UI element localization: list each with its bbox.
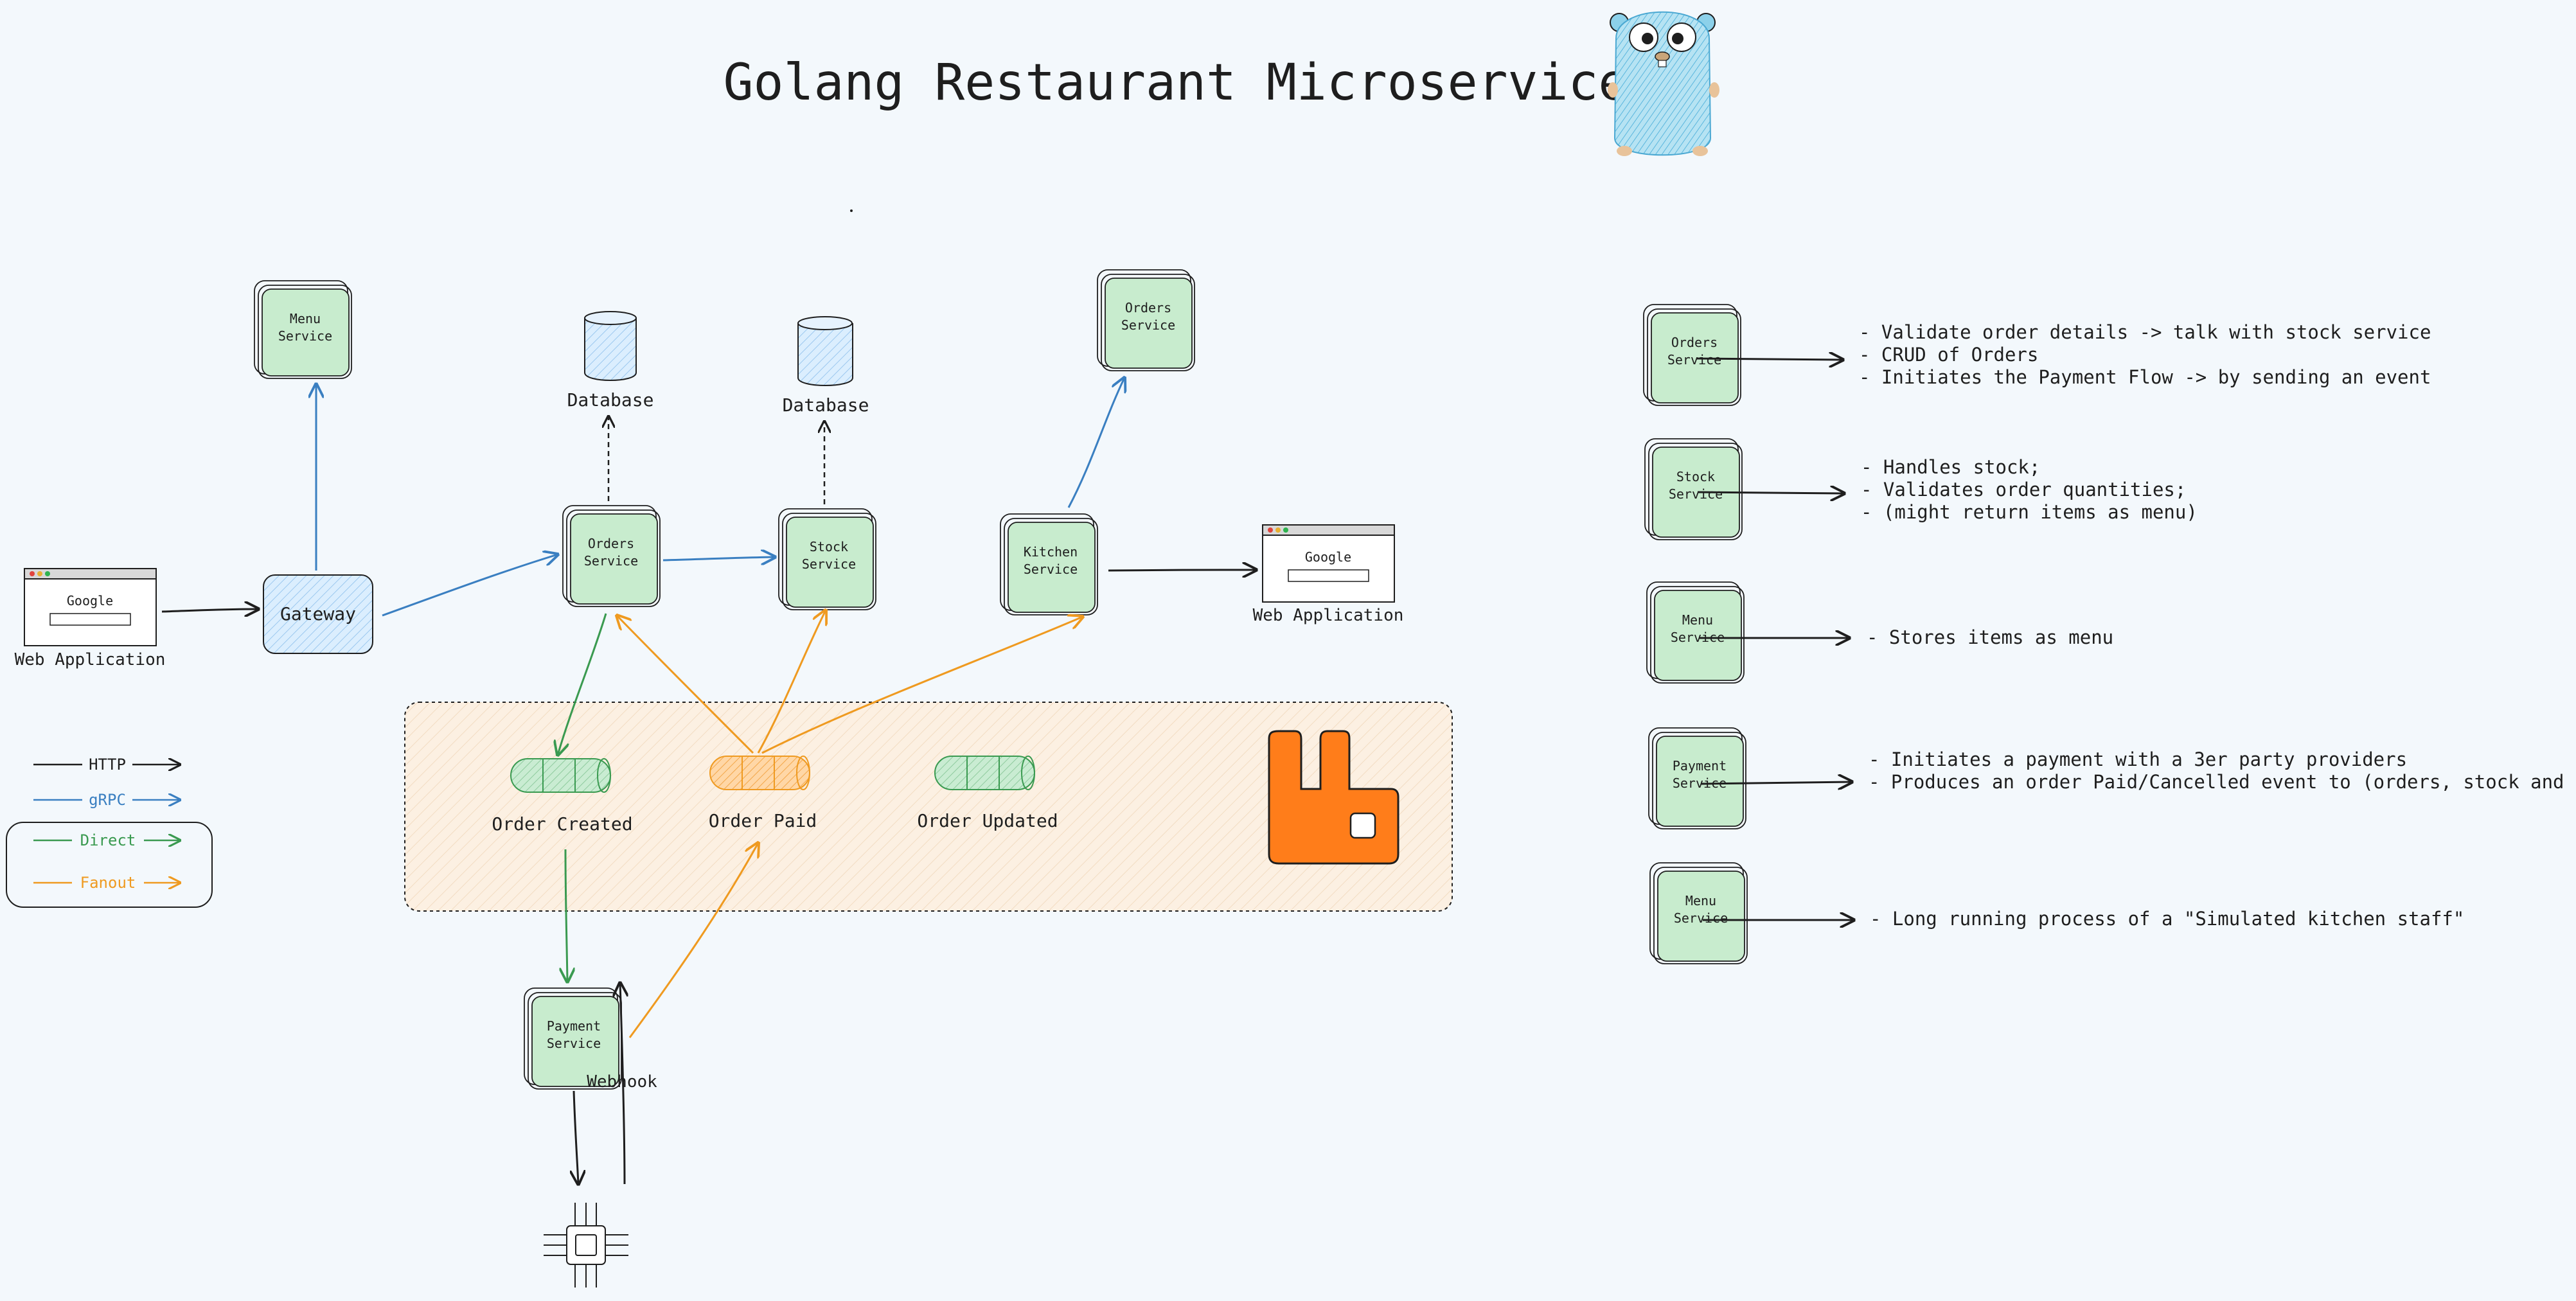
desc-menu-service-line1: Menu bbox=[1682, 612, 1713, 628]
database-stock-icon bbox=[797, 316, 853, 386]
gateway-label: Gateway bbox=[280, 603, 356, 624]
payment-service-label-line1: Payment bbox=[547, 1018, 601, 1034]
service-description-menu: Menu Service - Stores items as menu bbox=[1646, 581, 2113, 684]
web-application-right-label: Web Application bbox=[1253, 606, 1404, 625]
queue-order-created bbox=[510, 758, 611, 793]
queue-order-updated bbox=[934, 756, 1035, 790]
desc-orders-service-line1: Orders bbox=[1671, 335, 1718, 350]
desc-stock-line3: - (might return items as menu) bbox=[1861, 501, 2198, 523]
desc-menu-line1: - Stores items as menu bbox=[1867, 626, 2113, 648]
queue-label-order-updated: Order Updated bbox=[917, 810, 1058, 831]
gopher-mascot-icon bbox=[1608, 11, 1719, 156]
menu-service-node: Menu Service bbox=[254, 280, 352, 379]
rabbitmq-icon bbox=[1268, 730, 1399, 865]
stock-service-label-line1: Stock bbox=[810, 539, 848, 554]
database-orders-label: Database bbox=[567, 389, 654, 411]
stray-dot bbox=[850, 209, 853, 212]
gateway-node bbox=[263, 574, 373, 654]
stock-service-node: Stock Service bbox=[778, 508, 876, 610]
desc-stock-line2: - Validates order quantities; bbox=[1861, 479, 2186, 500]
web-application-left: Google bbox=[24, 568, 157, 646]
orders-service-top-label-line2: Service bbox=[1121, 317, 1175, 333]
menu-service-label-line2: Service bbox=[278, 328, 332, 344]
service-description-orders: Orders Service - Validate order details … bbox=[1643, 304, 2431, 406]
desc-kitchen-service-line2: Service bbox=[1674, 910, 1728, 926]
kitchen-service-label-line2: Service bbox=[1024, 562, 1078, 577]
stock-service-label-line2: Service bbox=[802, 556, 856, 572]
database-orders-icon bbox=[584, 311, 637, 381]
browser-logo-right: Google bbox=[1305, 549, 1351, 565]
legend-fanout: Fanout bbox=[80, 874, 136, 892]
web-application-left-label: Web Application bbox=[15, 650, 166, 669]
kitchen-service-node: Kitchen Service bbox=[1000, 513, 1098, 615]
payment-service-label-line2: Service bbox=[547, 1036, 601, 1051]
http-connections bbox=[161, 570, 1256, 1184]
orders-service-top-label-line1: Orders bbox=[1125, 300, 1171, 315]
web-application-right: Google bbox=[1262, 524, 1395, 603]
menu-service-label-line1: Menu bbox=[290, 311, 321, 326]
desc-kitchen-line1: - Long running process of a "Simulated k… bbox=[1870, 908, 2464, 930]
queue-label-order-created: Order Created bbox=[492, 813, 632, 835]
legend-http: HTTP bbox=[89, 756, 126, 774]
service-description-stock: Stock Service - Handles stock; - Validat… bbox=[1644, 438, 2198, 540]
service-description-kitchen: Menu Service - Long running process of a… bbox=[1649, 862, 2464, 964]
desc-stock-service-line1: Stock bbox=[1676, 469, 1715, 484]
fanout-connections bbox=[617, 610, 1083, 1038]
orders-service-label-line1: Orders bbox=[588, 536, 634, 551]
browser-logo: Google bbox=[67, 593, 113, 608]
queue-label-order-paid: Order Paid bbox=[709, 810, 817, 831]
desc-payment-line2: - Produces an order Paid/Cancelled event… bbox=[1869, 771, 2576, 793]
orders-service-label-line2: Service bbox=[584, 553, 638, 569]
database-connections bbox=[608, 416, 824, 504]
payment-service-node: Payment Service bbox=[524, 987, 622, 1090]
grpc-connections bbox=[316, 378, 1124, 617]
queue-order-paid bbox=[709, 756, 810, 790]
page-title: Golang Restaurant Microservice bbox=[724, 54, 1629, 112]
chip-icon bbox=[544, 1203, 628, 1288]
desc-orders-line2: - CRUD of Orders bbox=[1859, 344, 2038, 366]
database-stock-label: Database bbox=[783, 394, 869, 416]
service-description-payment: Payment Service - Initiates a payment wi… bbox=[1648, 727, 2576, 829]
message-broker-area bbox=[404, 702, 1453, 912]
legend-direct: Direct bbox=[80, 831, 136, 849]
desc-orders-line3: - Initiates the Payment Flow -> by sendi… bbox=[1859, 366, 2431, 388]
desc-payment-service-line1: Payment bbox=[1673, 758, 1727, 774]
orders-service-node: Orders Service bbox=[562, 505, 661, 607]
desc-stock-service-line2: Service bbox=[1669, 486, 1723, 502]
desc-orders-service-line2: Service bbox=[1667, 352, 1721, 367]
desc-payment-line1: - Initiates a payment with a 3er party p… bbox=[1869, 748, 2407, 770]
legend: HTTP gRPC Direct Fanout bbox=[6, 754, 213, 908]
desc-stock-line1: - Handles stock; bbox=[1861, 456, 2040, 478]
desc-kitchen-service-line1: Menu bbox=[1685, 893, 1716, 908]
kitchen-service-label-line1: Kitchen bbox=[1024, 544, 1078, 560]
orders-service-top-node: Orders Service bbox=[1097, 269, 1195, 371]
direct-connections bbox=[558, 613, 607, 982]
desc-orders-line1: - Validate order details -> talk with st… bbox=[1859, 321, 2431, 343]
legend-grpc: gRPC bbox=[89, 791, 126, 809]
